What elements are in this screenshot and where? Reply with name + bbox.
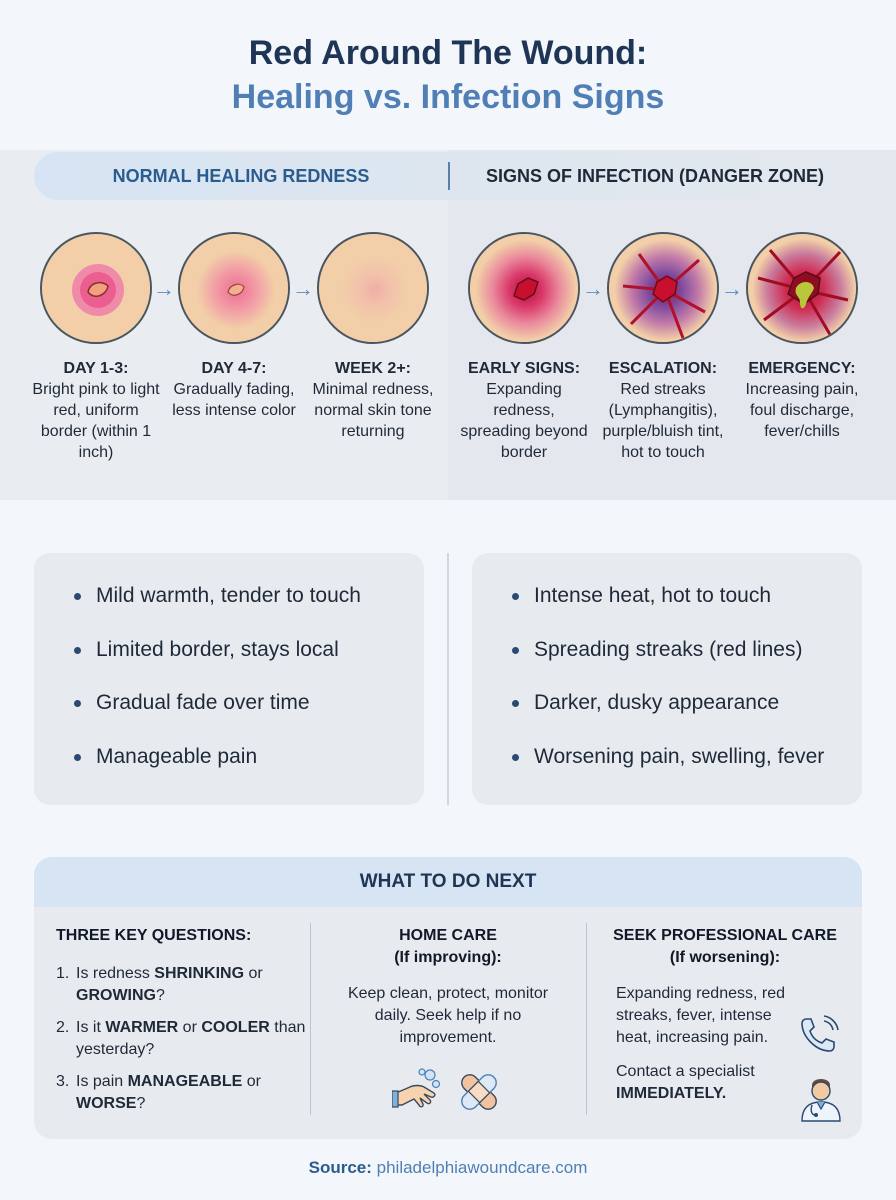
normal-healing-heading: NORMAL HEALING REDNESS <box>112 165 370 186</box>
professional-care-title: SEEK PROFESSIONAL CARE <box>613 927 837 944</box>
stage-description: Increasing pain, foul discharge, fever/c… <box>745 381 859 440</box>
wound-week-2-image <box>317 232 429 344</box>
title-line-1: Red Around The Wound: <box>248 34 648 72</box>
right-arrow-icon: → <box>582 276 604 301</box>
bandage-icon <box>454 1067 504 1124</box>
professional-care-text: Expanding redness, red streaks, fever, i… <box>616 985 785 1046</box>
right-arrow-icon: → <box>292 276 314 301</box>
stage-label: DAY 1-3: <box>63 360 129 377</box>
healing-signs-list: Mild warmth, tender to touch Limited bor… <box>34 553 424 770</box>
what-to-do-next-heading: WHAT TO DO NEXT <box>34 857 862 907</box>
comparison-header: NORMAL HEALING REDNESS SIGNS OF INFECTIO… <box>34 152 862 200</box>
stage-day-1-3: DAY 1-3: Bright pink to light red, unifo… <box>32 232 160 463</box>
source-line: Source: philadelphiawoundcare.com <box>0 1158 896 1178</box>
column-divider <box>310 923 311 1115</box>
wound-emergency-image <box>746 232 858 344</box>
home-care-condition: (If improving): <box>394 949 502 966</box>
stage-description: Red streaks (Lymphangitis), purple/bluis… <box>602 381 724 461</box>
contact-specialist-text: Contact a specialist <box>616 1063 755 1080</box>
stage-description: Bright pink to light red, uniform border… <box>32 381 160 461</box>
wound-day-4-7-image <box>178 232 290 344</box>
key-questions-title: THREE KEY QUESTIONS: <box>56 927 252 944</box>
stage-emergency: EMERGENCY: Increasing pain, foul dischar… <box>738 232 866 442</box>
list-item: Limited border, stays local <box>74 637 424 663</box>
hand-washing-icon <box>391 1067 442 1124</box>
list-item: Intense heat, hot to touch <box>512 583 862 609</box>
list-item: 2.Is it WARMER or COOLER than yesterday? <box>56 1019 306 1058</box>
title-line-2: Healing vs. Infection Signs <box>231 78 665 116</box>
list-item: Gradual fade over time <box>74 690 424 716</box>
stage-description: Minimal redness, normal skin tone return… <box>312 381 434 440</box>
list-item: Worsening pain, swelling, fever <box>512 744 862 770</box>
phone-icon <box>798 1013 840 1062</box>
infection-heading: SIGNS OF INFECTION (DANGER ZONE) <box>485 165 824 186</box>
stage-escalation: ESCALATION: Red streaks (Lymphangitis), … <box>599 232 727 463</box>
stage-label: WEEK 2+: <box>334 360 411 377</box>
stage-label: DAY 4-7: <box>201 360 267 377</box>
wound-stages: DAY 1-3: Bright pink to light red, unifo… <box>0 232 896 482</box>
source-value: philadelphiawoundcare.com <box>376 1158 588 1177</box>
list-item: 3.Is pain MANAGEABLE or WORSE? <box>56 1073 261 1112</box>
list-item: Darker, dusky appearance <box>512 690 862 716</box>
right-arrow-icon: → <box>721 276 743 301</box>
infection-signs-list: Intense heat, hot to touch Spreading str… <box>472 553 862 770</box>
wound-early-signs-image <box>468 232 580 344</box>
immediately-text: IMMEDIATELY. <box>616 1085 727 1102</box>
wound-day-1-3-image <box>40 232 152 344</box>
list-item: Spreading streaks (red lines) <box>512 637 862 663</box>
stage-label: EMERGENCY: <box>748 360 856 377</box>
column-divider <box>447 553 449 805</box>
list-item: Mild warmth, tender to touch <box>74 583 424 609</box>
stage-description: Expanding redness, spreading beyond bord… <box>460 381 588 461</box>
list-item: Manageable pain <box>74 744 424 770</box>
key-questions-list: 1.Is redness SHRINKING or GROWING? 2.Is … <box>56 963 318 1115</box>
stage-label: EARLY SIGNS: <box>467 360 581 377</box>
page-title: Red Around The Wound: Healing vs. Infect… <box>0 32 896 120</box>
doctor-icon <box>798 1071 844 1130</box>
stage-week-2: WEEK 2+: Minimal redness, normal skin to… <box>309 232 437 442</box>
list-item: 1.Is redness SHRINKING or GROWING? <box>56 965 263 1004</box>
home-care-title: HOME CARE <box>399 927 497 944</box>
infection-signs-card: Intense heat, hot to touch Spreading str… <box>472 553 862 805</box>
stage-day-4-7: DAY 4-7: Gradually fading, less intense … <box>170 232 298 421</box>
stage-description: Gradually fading, less intense color <box>172 381 296 419</box>
stage-label: ESCALATION: <box>608 360 718 377</box>
column-divider <box>586 923 587 1115</box>
stage-early-signs: EARLY SIGNS: Expanding redness, spreadin… <box>460 232 588 463</box>
right-arrow-icon: → <box>153 276 175 301</box>
wound-escalation-image <box>607 232 719 344</box>
professional-care-column: SEEK PROFESSIONAL CARE (If worsening): E… <box>600 925 850 1122</box>
professional-care-condition: (If worsening): <box>669 949 781 966</box>
what-to-do-next-card: WHAT TO DO NEXT THREE KEY QUESTIONS: 1.I… <box>34 857 862 1139</box>
home-care-text: Keep clean, protect, monitor daily. Seek… <box>347 985 549 1046</box>
key-questions-column: THREE KEY QUESTIONS: 1.Is redness SHRINK… <box>56 925 318 1125</box>
healing-signs-card: Mild warmth, tender to touch Limited bor… <box>34 553 424 805</box>
source-label: Source: <box>308 1158 372 1177</box>
home-care-column: HOME CARE (If improving): Keep clean, pr… <box>334 925 562 1124</box>
header-divider <box>448 162 450 190</box>
